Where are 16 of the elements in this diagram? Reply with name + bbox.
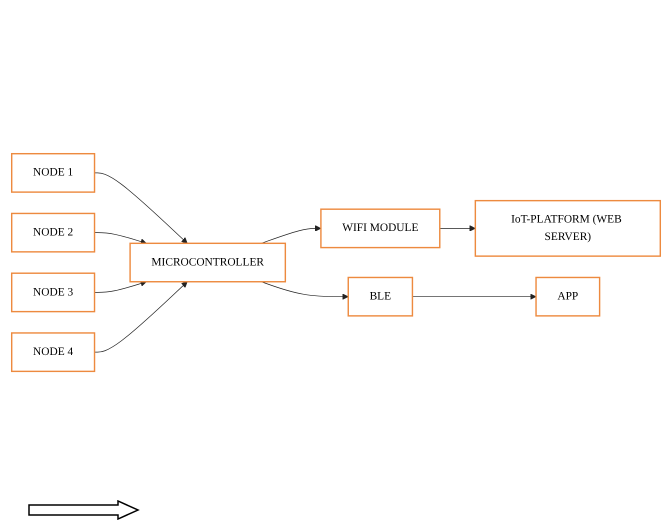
arrow <box>94 173 188 244</box>
arrow <box>94 280 147 294</box>
arrow <box>94 282 188 353</box>
node-box: WIFI MODULE <box>320 208 440 249</box>
node-box: NODE 3 <box>10 272 96 313</box>
node-box: APP <box>535 277 600 318</box>
node-box: NODE 4 <box>10 332 96 373</box>
node-box: MICROCONTROLLER <box>129 243 286 283</box>
node-box: BLE <box>348 277 414 318</box>
node-box: NODE 2 <box>10 213 96 254</box>
node-box: NODE 1 <box>10 153 96 194</box>
arrow <box>94 232 147 246</box>
arrow <box>261 226 322 244</box>
node-box: IoT-PLATFORM (WEB SERVER) <box>474 200 662 258</box>
arrow <box>412 294 536 300</box>
arrow <box>439 226 476 232</box>
